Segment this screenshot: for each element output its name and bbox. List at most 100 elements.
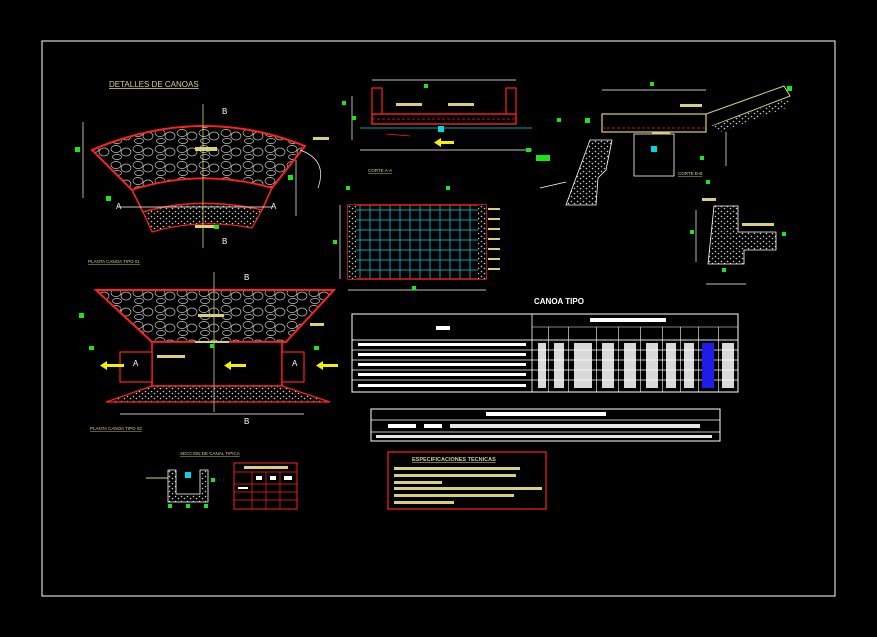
flow-arrowhead bbox=[224, 361, 231, 370]
grid-plan-detail bbox=[333, 186, 500, 291]
table-cells-e bbox=[624, 343, 636, 388]
level-symbol bbox=[185, 472, 191, 478]
plan-label-01: PLANTA CANOA TIPO 01 bbox=[88, 259, 140, 264]
bar-tick bbox=[488, 238, 500, 240]
inlet-block bbox=[119, 351, 153, 383]
section-mark-a-right-02: A bbox=[292, 359, 298, 368]
green-marker bbox=[446, 186, 450, 190]
section-mark-b-top-02: B bbox=[244, 273, 249, 282]
leader-arc bbox=[299, 149, 321, 189]
grid-plan-edge-left bbox=[348, 205, 356, 279]
table-cells-a bbox=[538, 343, 546, 388]
section-b-b-label: CORTE B-B bbox=[678, 171, 702, 176]
summary-cell bbox=[424, 424, 442, 428]
section-a-a-wall-left bbox=[371, 87, 383, 115]
green-marker bbox=[787, 86, 792, 91]
drawing-main-title: DETALLES DE CANOAS bbox=[109, 80, 199, 89]
table-col-rule bbox=[680, 327, 681, 392]
channel-u-section bbox=[167, 469, 209, 503]
specs-title: ESPECIFICACIONES TECNICAS bbox=[412, 457, 496, 463]
section-b-b: CORTE B-B bbox=[539, 82, 792, 206]
table-col-rule bbox=[548, 327, 549, 392]
section-a-a-label: CORTE A-A bbox=[368, 168, 392, 173]
section-a-a: CORTE A-A bbox=[342, 79, 550, 173]
summary-cell bbox=[376, 435, 712, 438]
ground-hatch bbox=[712, 98, 790, 132]
typical-channel-label: SECCION DE CANAL TIPICA bbox=[180, 451, 240, 456]
green-marker bbox=[333, 240, 337, 244]
green-marker bbox=[210, 344, 214, 348]
typical-channel-section: SECCION DE CANAL TIPICA bbox=[146, 451, 240, 508]
table-col-rule bbox=[662, 327, 663, 392]
plan-canoa-type-02: A A B B PLANTA CANOA TIPO 02 bbox=[79, 272, 338, 431]
small-table-cell bbox=[238, 487, 248, 489]
bar-tick bbox=[488, 258, 500, 260]
small-table-cell bbox=[284, 476, 292, 480]
sheet-border bbox=[41, 40, 836, 597]
support-block bbox=[633, 133, 675, 177]
green-marker bbox=[424, 84, 428, 88]
table-title: CANOA TIPO bbox=[534, 297, 584, 306]
section-mark-b-bottom-02: B bbox=[244, 417, 249, 426]
green-marker bbox=[690, 230, 694, 234]
green-marker bbox=[412, 286, 416, 290]
outlet-block bbox=[281, 351, 305, 383]
table-col-rule bbox=[618, 327, 619, 392]
canoa-tipo-table: CANOA TIPO bbox=[351, 297, 739, 393]
table-cells-i bbox=[722, 343, 734, 388]
dimension-note bbox=[742, 223, 774, 226]
flow-arrow bbox=[438, 141, 454, 144]
spec-line bbox=[394, 467, 520, 470]
spec-line bbox=[394, 487, 542, 490]
green-marker bbox=[346, 186, 350, 190]
dimension-note bbox=[310, 323, 324, 326]
grid-plan-edge-right bbox=[478, 205, 486, 279]
grid-plan-outline bbox=[347, 204, 487, 280]
small-table-cell bbox=[270, 476, 276, 480]
ground-line bbox=[539, 181, 567, 189]
table-cells-h bbox=[684, 343, 694, 388]
green-marker bbox=[700, 156, 704, 160]
technical-specs-box: ESPECIFICACIONES TECNICAS bbox=[387, 451, 547, 510]
table-cells-f bbox=[646, 343, 658, 388]
green-marker bbox=[722, 268, 726, 272]
spec-line bbox=[394, 501, 454, 504]
summary-cell bbox=[450, 424, 700, 428]
plan-label-02: PLANTA CANOA TIPO 02 bbox=[90, 426, 142, 431]
bar-tick bbox=[488, 228, 500, 230]
bar-tick bbox=[488, 248, 500, 250]
dimension-note bbox=[652, 132, 670, 134]
table-cells-g bbox=[666, 343, 676, 388]
gravel-base-02 bbox=[105, 385, 331, 403]
green-marker bbox=[650, 82, 654, 86]
section-mark-b-bottom: B bbox=[222, 237, 227, 246]
spec-line bbox=[394, 481, 442, 484]
spec-line bbox=[394, 494, 514, 497]
section-b-b-slab bbox=[601, 113, 707, 133]
table-col-rule bbox=[568, 327, 569, 392]
green-marker bbox=[75, 147, 80, 152]
table-cells-d bbox=[602, 343, 614, 388]
bar-tick bbox=[488, 208, 500, 210]
leader-red bbox=[385, 133, 411, 137]
table-cells-blue bbox=[702, 343, 714, 388]
summary-table bbox=[370, 408, 721, 442]
section-mark-b-top: B bbox=[222, 107, 227, 116]
table-cells-c bbox=[574, 343, 592, 388]
section-a-a-wall-right bbox=[505, 87, 517, 115]
table-col-rule bbox=[640, 327, 641, 392]
summary-table-title-bar bbox=[486, 412, 606, 416]
gravel-base bbox=[142, 202, 263, 233]
section-b-b-slope-fill bbox=[565, 139, 613, 206]
green-marker bbox=[106, 196, 111, 201]
section-mark-a-left: A bbox=[116, 202, 122, 211]
spec-line bbox=[394, 474, 516, 477]
green-marker bbox=[352, 116, 356, 120]
flow-arrow-left bbox=[104, 364, 124, 367]
flow-arrowhead bbox=[316, 361, 323, 370]
retaining-detail-body bbox=[707, 205, 777, 265]
green-marker bbox=[79, 313, 84, 318]
green-marker bbox=[557, 118, 561, 122]
green-marker bbox=[782, 232, 786, 236]
